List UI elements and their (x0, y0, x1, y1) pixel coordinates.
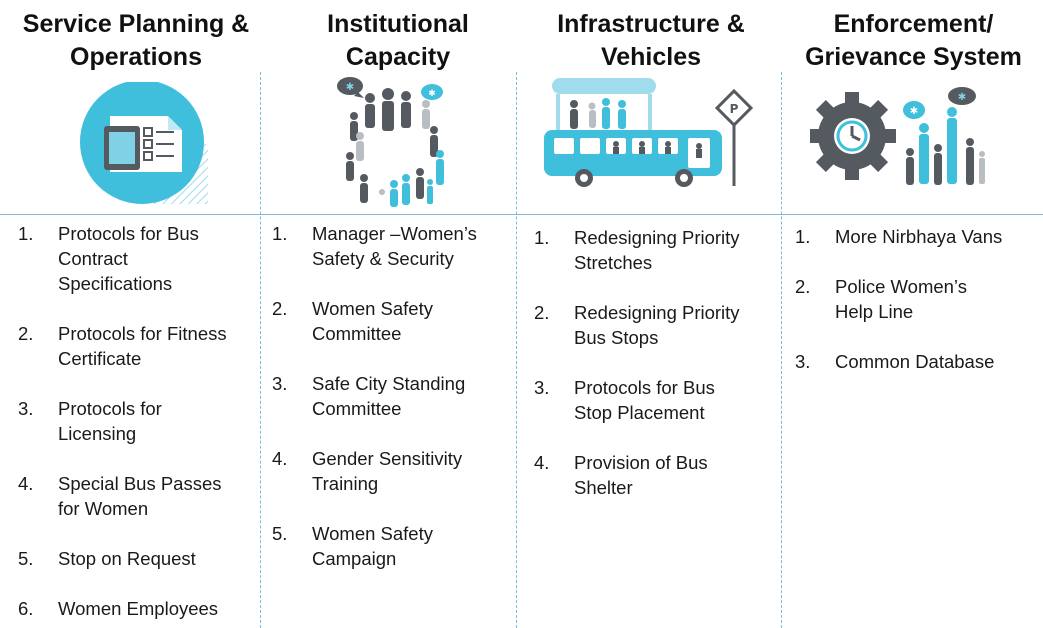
column-title: Institutional Capacity (327, 10, 469, 71)
svg-text:✱: ✱ (910, 106, 918, 117)
list-item: 1. More Nirbhaya Vans (795, 226, 1003, 247)
list-item: 2. Women Safety Committee (272, 298, 433, 344)
list-item: 5. Women Safety Campaign (272, 523, 433, 569)
list-item: 4. Gender Sensitivity Training (272, 448, 463, 494)
svg-text:✱: ✱ (958, 92, 966, 103)
column-infrastructure-vehicles: Infrastructure & Vehicles P (520, 0, 782, 628)
column-title: Enforcement/ Grievance System (805, 10, 1022, 71)
list-item: 3. Protocols for Bus Stop Placement (534, 377, 715, 423)
item-list: 1. Protocols for Bus Contract Specificat… (18, 221, 268, 621)
item-list: 1. Manager –Women’s Safety & Security 2.… (272, 221, 530, 571)
gear-people-icon: ✱ ✱ (810, 87, 985, 185)
list-item: 6. Women Employees (18, 598, 219, 619)
list-item: 3. Protocols for Licensing (18, 398, 162, 444)
list-item: 4. Special Bus Passes for Women (18, 473, 222, 519)
column-institutional-capacity: Institutional Capacity ✱ ✱ (262, 0, 534, 628)
bus-stop-icon: P (544, 78, 754, 187)
list-item: 3. Safe City Standing Committee (272, 373, 466, 419)
svg-text:P: P (730, 102, 739, 116)
list-item: 2. Redesigning Priority Bus Stops (534, 302, 740, 348)
list-item: 4. Provision of Bus Shelter (534, 452, 708, 498)
list-item: 2. Police Women’s Help Line (795, 276, 967, 322)
list-item: 1. Protocols for Bus Contract Specificat… (18, 223, 199, 294)
column-divider (516, 72, 517, 628)
column-title: Infrastructure & Vehicles (557, 10, 745, 71)
list-item: 1. Manager –Women’s Safety & Security (272, 223, 477, 269)
list-item: 2. Protocols for Fitness Certificate (18, 323, 227, 369)
column-divider (260, 72, 261, 628)
svg-text:✱: ✱ (346, 82, 354, 93)
column-divider (781, 72, 782, 628)
column-title: Service Planning & Operations (22, 10, 250, 71)
column-enforcement-grievance: Enforcement/ Grievance System ✱ ✱ (784, 0, 1043, 628)
header-divider (0, 214, 1043, 215)
list-item: 3. Common Database (795, 351, 995, 372)
column-service-planning: Service Planning & Operations 1. Protoco… (0, 0, 272, 628)
item-list: 1. More Nirbhaya Vans 2. Police Women’s … (795, 224, 1039, 374)
list-item: 5. Stop on Request (18, 548, 196, 569)
svg-text:✱: ✱ (428, 89, 436, 99)
item-list: 1. Redesigning Priority Stretches 2. Red… (534, 225, 778, 500)
list-item: 1. Redesigning Priority Stretches (534, 227, 740, 273)
document-circle-icon (80, 82, 208, 204)
people-group-icon: ✱ ✱ (337, 77, 444, 207)
